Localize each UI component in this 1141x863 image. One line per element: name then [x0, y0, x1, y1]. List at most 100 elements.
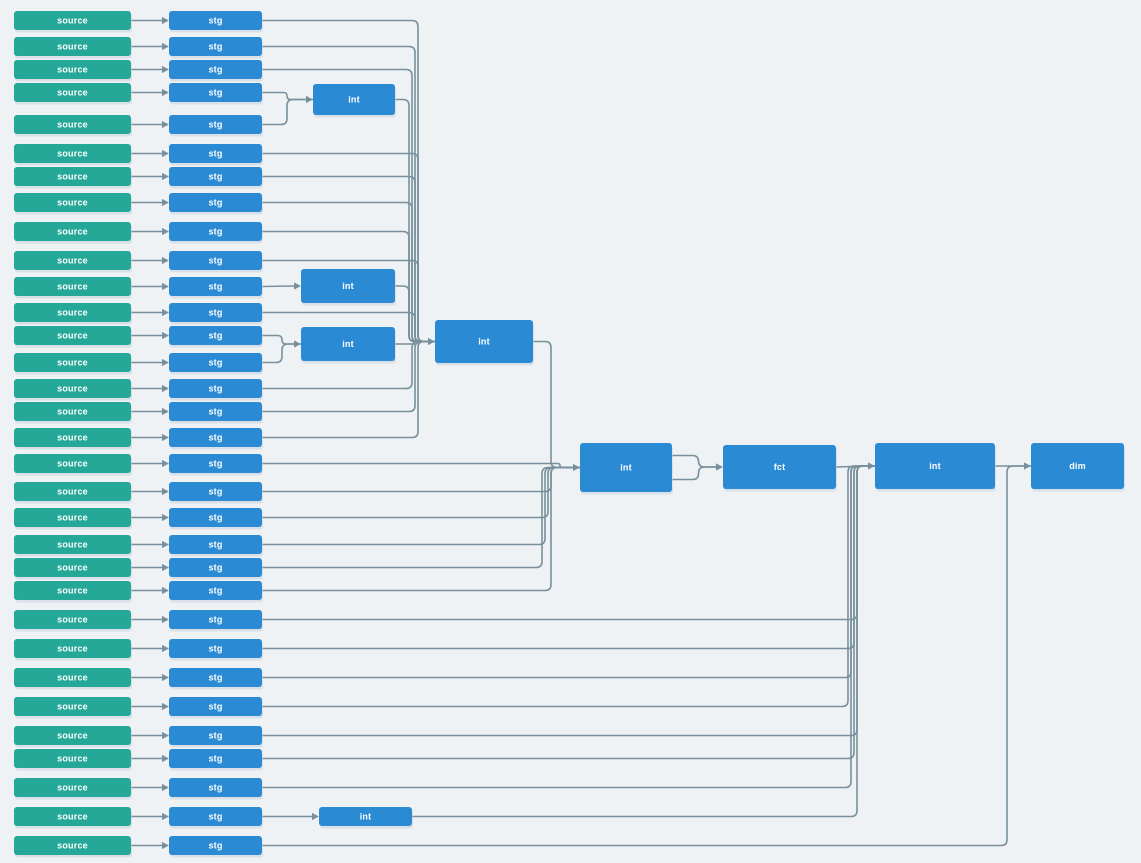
node-source-src4[interactable]: source: [14, 83, 132, 105]
node-model-stg27[interactable]: stg: [169, 697, 263, 719]
node-source-src2[interactable]: source: [14, 37, 132, 59]
node-source-src18[interactable]: source: [14, 454, 132, 476]
node-source-src30[interactable]: source: [14, 778, 132, 800]
node-model-stg28[interactable]: stg: [169, 726, 263, 748]
node-source-src25[interactable]: source: [14, 639, 132, 661]
node-source-src6[interactable]: source: [14, 144, 132, 166]
node-source-src1[interactable]: source: [14, 11, 132, 33]
node-model-intF[interactable]: int: [875, 443, 996, 492]
node-body[interactable]: [169, 668, 262, 687]
node-model-stg23[interactable]: stg: [169, 581, 263, 603]
node-body[interactable]: [301, 269, 395, 303]
node-body[interactable]: [169, 251, 262, 270]
node-model-stg25[interactable]: stg: [169, 639, 263, 661]
node-body[interactable]: [169, 508, 262, 527]
node-body[interactable]: [169, 581, 262, 600]
node-source-src7[interactable]: source: [14, 167, 132, 189]
node-body[interactable]: [14, 353, 131, 372]
node-body[interactable]: [14, 508, 131, 527]
node-source-src21[interactable]: source: [14, 535, 132, 557]
node-model-intB[interactable]: int: [301, 269, 396, 306]
node-source-src3[interactable]: source: [14, 60, 132, 82]
node-body[interactable]: [14, 610, 131, 629]
node-body[interactable]: [14, 167, 131, 186]
node-body[interactable]: [169, 353, 262, 372]
node-model-stg18[interactable]: stg: [169, 454, 263, 476]
node-model-stg11[interactable]: stg: [169, 277, 263, 299]
node-model-stg9[interactable]: stg: [169, 222, 263, 244]
node-body[interactable]: [169, 454, 262, 473]
node-body[interactable]: [14, 749, 131, 768]
node-model-stg17[interactable]: stg: [169, 428, 263, 450]
node-body[interactable]: [14, 581, 131, 600]
node-body[interactable]: [14, 697, 131, 716]
node-body[interactable]: [14, 668, 131, 687]
node-source-src10[interactable]: source: [14, 251, 132, 273]
node-body[interactable]: [169, 222, 262, 241]
node-source-src23[interactable]: source: [14, 581, 132, 603]
node-body[interactable]: [169, 379, 262, 398]
node-model-stg20[interactable]: stg: [169, 508, 263, 530]
node-body[interactable]: [301, 327, 395, 361]
node-body[interactable]: [169, 60, 262, 79]
node-model-stg7[interactable]: stg: [169, 167, 263, 189]
node-body[interactable]: [14, 836, 131, 855]
node-body[interactable]: [14, 222, 131, 241]
node-body[interactable]: [14, 402, 131, 421]
node-body[interactable]: [14, 428, 131, 447]
node-model-stg19[interactable]: stg: [169, 482, 263, 504]
node-body[interactable]: [14, 37, 131, 56]
node-model-stg26[interactable]: stg: [169, 668, 263, 690]
node-model-stg31[interactable]: stg: [169, 807, 263, 829]
node-model-dim1[interactable]: dim: [1031, 443, 1125, 492]
node-body[interactable]: [169, 807, 262, 826]
node-model-stg30[interactable]: stg: [169, 778, 263, 800]
node-body[interactable]: [169, 558, 262, 577]
node-source-src19[interactable]: source: [14, 482, 132, 504]
node-body[interactable]: [14, 639, 131, 658]
node-source-src8[interactable]: source: [14, 193, 132, 215]
node-source-src5[interactable]: source: [14, 115, 132, 137]
node-body[interactable]: [169, 167, 262, 186]
node-body[interactable]: [169, 778, 262, 797]
node-body[interactable]: [580, 443, 672, 492]
node-model-stg10[interactable]: stg: [169, 251, 263, 273]
node-source-src26[interactable]: source: [14, 668, 132, 690]
node-body[interactable]: [313, 84, 395, 115]
node-model-intC[interactable]: int: [301, 327, 396, 364]
node-body[interactable]: [14, 303, 131, 322]
node-model-stg13[interactable]: stg: [169, 326, 263, 348]
node-model-stg14[interactable]: stg: [169, 353, 263, 375]
node-body[interactable]: [14, 726, 131, 745]
node-body[interactable]: [169, 303, 262, 322]
node-source-src31[interactable]: source: [14, 807, 132, 829]
node-model-stg12[interactable]: stg: [169, 303, 263, 325]
node-body[interactable]: [319, 807, 412, 826]
node-model-stg2[interactable]: stg: [169, 37, 263, 59]
node-model-stg21[interactable]: stg: [169, 535, 263, 557]
node-body[interactable]: [169, 115, 262, 134]
node-model-intA[interactable]: int: [313, 84, 396, 118]
node-body[interactable]: [875, 443, 995, 489]
node-body[interactable]: [14, 807, 131, 826]
node-model-stg6[interactable]: stg: [169, 144, 263, 166]
node-source-src15[interactable]: source: [14, 379, 132, 401]
node-model-stg15[interactable]: stg: [169, 379, 263, 401]
node-source-src12[interactable]: source: [14, 303, 132, 325]
node-body[interactable]: [14, 454, 131, 473]
node-source-src9[interactable]: source: [14, 222, 132, 244]
node-body[interactable]: [14, 778, 131, 797]
node-body[interactable]: [14, 535, 131, 554]
node-body[interactable]: [169, 726, 262, 745]
node-body[interactable]: [169, 610, 262, 629]
node-source-src20[interactable]: source: [14, 508, 132, 530]
node-body[interactable]: [14, 11, 131, 30]
node-model-stg8[interactable]: stg: [169, 193, 263, 215]
node-body[interactable]: [14, 379, 131, 398]
node-layer[interactable]: sourcesourcesourcesourcesourcesourcesour…: [14, 11, 1125, 858]
node-model-stg5[interactable]: stg: [169, 115, 263, 137]
node-body[interactable]: [169, 749, 262, 768]
node-body[interactable]: [169, 11, 262, 30]
